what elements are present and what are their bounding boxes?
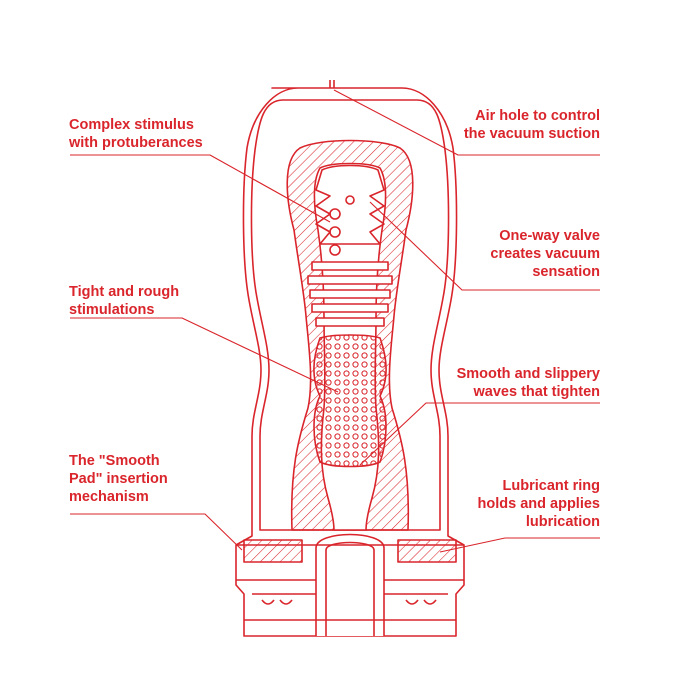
label-tight-rough: Tight and rough stimulations	[69, 284, 180, 318]
label-smooth-slippery: Smooth and slippery waves that tighten	[456, 366, 600, 400]
smooth-pad-right	[397, 539, 457, 563]
ridge-rings	[307, 261, 393, 327]
label-lubricant-ring: Lubricant ring holds and applies lubrica…	[477, 478, 600, 530]
label-one-way-valve: One-way valve creates vacuum sensation	[490, 228, 600, 280]
label-air-hole: Air hole to control the vacuum suction	[463, 108, 600, 142]
nub-zone	[313, 334, 387, 468]
label-complex-stimulus: Complex stimulus with protuberances	[69, 117, 203, 151]
inner-casing-wall	[250, 99, 450, 531]
leader-lines	[70, 89, 600, 553]
label-smooth-pad: The "Smooth Pad" insertion mechanism	[69, 453, 168, 505]
smooth-pad-left	[243, 539, 303, 563]
